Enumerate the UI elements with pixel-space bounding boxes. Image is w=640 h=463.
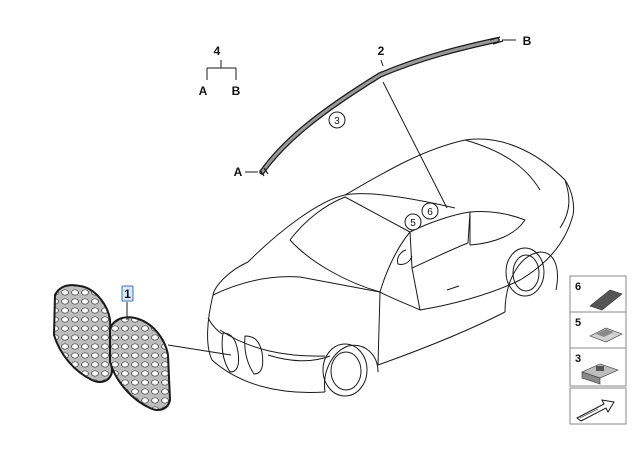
label-2-leader-top (380, 59, 384, 67)
legend-num-6: 6 (575, 281, 581, 293)
label-4-b: B (232, 84, 241, 98)
label-end-a: A (234, 165, 243, 179)
adhesive-pad-icon (589, 289, 623, 311)
label-1[interactable]: 1 (124, 287, 131, 301)
arrow-panel-icon (576, 399, 615, 422)
group-4-bracket (206, 60, 237, 80)
grille-right-half (109, 316, 172, 411)
legend-item-5[interactable] (569, 311, 627, 349)
callout-5: 5 (404, 213, 422, 231)
svg-text:6: 6 (427, 207, 433, 218)
label-1-selected[interactable]: 1 (121, 285, 134, 302)
label-end-b: B (523, 34, 532, 48)
svg-text:3: 3 (334, 116, 340, 127)
legend-num-5: 5 (575, 317, 581, 329)
group-4-label: 4 A B (199, 44, 241, 98)
svg-text:5: 5 (410, 218, 416, 229)
legend-panel: 6 5 3 (569, 275, 627, 425)
clip-icon (589, 327, 623, 343)
label-4-a: A (199, 84, 208, 98)
bracket-clip-icon (581, 363, 619, 385)
strip-end-b-clip (489, 36, 504, 45)
label-4: 4 (214, 44, 221, 58)
car-outline (207, 138, 575, 397)
label-2: 2 (378, 44, 385, 58)
legend-num-3: 3 (575, 353, 581, 365)
label-2-leader (382, 81, 448, 209)
roof-trim-strip (259, 36, 504, 177)
strip-end-a-clip (259, 167, 269, 177)
grille-leader (167, 344, 232, 356)
callout-6: 6 (421, 202, 439, 220)
grille-left-half (52, 284, 114, 383)
kidney-grille (52, 284, 172, 411)
callout-3: 3 (328, 111, 346, 129)
